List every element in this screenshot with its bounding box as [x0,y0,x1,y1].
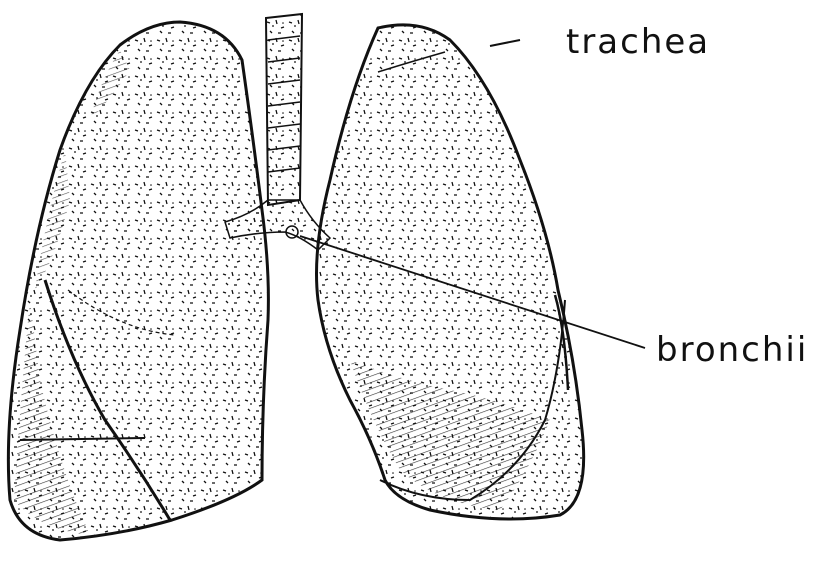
trachea-label: trachea [566,22,710,62]
trachea-pointer-line [490,40,520,46]
right-lung [8,22,268,540]
trachea-shape [266,14,302,205]
bronchii-label: bronchii [656,330,808,370]
left-lung [317,25,584,519]
